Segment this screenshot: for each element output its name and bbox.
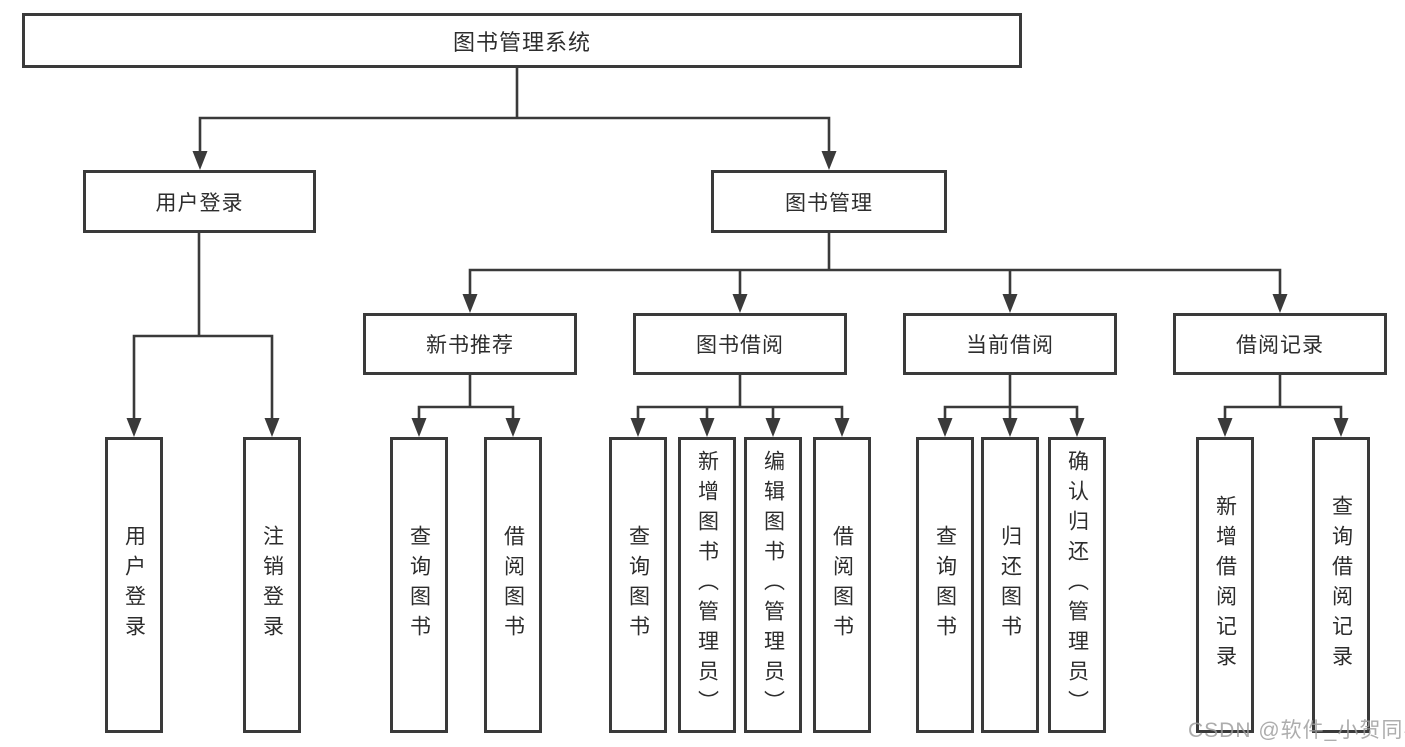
node-new-book-recommend: 新书推荐: [363, 313, 577, 375]
node-leaf-query-books-3: 查询图书: [916, 437, 974, 733]
node-leaf-borrow-books-2: 借阅图书: [813, 437, 871, 733]
tree-edges: [132, 66, 1343, 422]
node-current-borrow: 当前借阅: [903, 313, 1117, 375]
node-leaf-return-book: 归还图书: [981, 437, 1039, 733]
node-library-management-system: 图书管理系统: [22, 13, 1022, 68]
leaf-label: 确认归还（管理员）: [1065, 450, 1089, 720]
node-leaf-user-login: 用户登录: [105, 437, 163, 733]
leaf-label: 编辑图书（管理员）: [761, 450, 785, 720]
leaf-label: 查询图书: [933, 525, 957, 645]
leaf-label: 查询图书: [626, 525, 650, 645]
node-leaf-logout: 注销登录: [243, 437, 301, 733]
node-book-borrow: 图书借阅: [633, 313, 847, 375]
leaf-label: 注销登录: [260, 525, 284, 645]
node-leaf-query-books: 查询图书: [390, 437, 448, 733]
leaf-label: 借阅图书: [501, 525, 525, 645]
node-leaf-borrow-books: 借阅图书: [484, 437, 542, 733]
node-borrow-records: 借阅记录: [1173, 313, 1387, 375]
node-user-login: 用户登录: [83, 170, 316, 233]
leaf-label: 新增图书（管理员）: [695, 450, 719, 720]
leaf-label: 新增借阅记录: [1213, 495, 1237, 675]
arrowheads: [126, 151, 1349, 437]
node-leaf-query-borrow-record: 查询借阅记录: [1312, 437, 1370, 733]
leaf-label: 借阅图书: [830, 525, 854, 645]
leaf-label: 用户登录: [122, 525, 146, 645]
node-leaf-query-books-2: 查询图书: [609, 437, 667, 733]
node-book-management: 图书管理: [711, 170, 947, 233]
leaf-label: 查询图书: [407, 525, 431, 645]
node-leaf-add-borrow-record: 新增借阅记录: [1196, 437, 1254, 733]
csdn-watermark: CSDN @软件_小贺同学: [1188, 719, 1405, 742]
node-leaf-edit-book-admin: 编辑图书（管理员）: [744, 437, 802, 733]
leaf-label: 归还图书: [998, 525, 1022, 645]
node-leaf-confirm-return-admin: 确认归还（管理员）: [1048, 437, 1106, 733]
node-leaf-add-book-admin: 新增图书（管理员）: [678, 437, 736, 733]
leaf-label: 查询借阅记录: [1329, 495, 1353, 675]
